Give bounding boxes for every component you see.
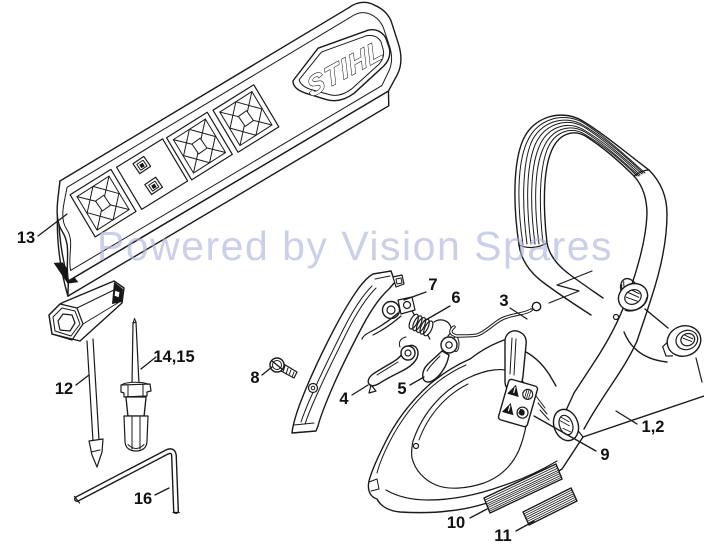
wrench-blade-tip <box>88 438 104 468</box>
beam-pin-hole <box>612 313 620 321</box>
wrench-shaft <box>86 338 100 442</box>
chain-sprocket-cover: STIHL <box>53 1 402 297</box>
right-bushing <box>662 325 702 357</box>
combination-wrench <box>48 280 125 468</box>
part-labels: 13 12 14,15 16 8 4 5 6 7 3 1,2 9 10 11 <box>17 213 665 545</box>
watermark-text: Powered by Vision Spares <box>97 223 613 269</box>
part-label-1-2: 1,2 <box>642 418 665 436</box>
clip-panel <box>115 138 189 210</box>
arm-web <box>623 308 669 363</box>
part-label-10: 10 <box>447 514 465 532</box>
spring <box>408 310 434 340</box>
part-label-12: 12 <box>55 380 73 398</box>
part-label-5: 5 <box>397 380 406 398</box>
part-label-8: 8 <box>250 369 259 387</box>
hex-key <box>73 448 180 514</box>
top-handle-loop <box>514 114 650 316</box>
socket-opening <box>57 313 76 332</box>
info-label-11 <box>522 487 578 526</box>
upper-bushing <box>617 282 649 312</box>
part-label-13: 13 <box>17 229 35 247</box>
part-label-4: 4 <box>339 390 349 408</box>
part-label-14-15: 14,15 <box>153 348 194 366</box>
info-label-10 <box>483 463 563 514</box>
screw <box>269 357 298 379</box>
lower-mount <box>552 408 580 442</box>
rear-handle-housing <box>367 330 584 514</box>
mold-mark <box>548 270 593 304</box>
part-label-7: 7 <box>428 276 437 294</box>
frame-beam <box>548 169 668 438</box>
frame-lower-edge <box>582 395 704 438</box>
screwdriver-handle <box>123 415 149 452</box>
part-label-9: 9 <box>600 446 609 464</box>
part-label-11: 11 <box>494 527 511 545</box>
lever <box>291 270 416 434</box>
part-label-6: 6 <box>451 289 460 307</box>
warning-pictogram-label <box>497 378 539 428</box>
part-label-3: 3 <box>499 292 508 310</box>
throttle-trigger <box>367 336 419 394</box>
handle-frame <box>367 114 704 526</box>
part-label-16: 16 <box>134 490 152 508</box>
screwdriver <box>120 318 152 452</box>
screwdriver-flange <box>120 383 152 398</box>
